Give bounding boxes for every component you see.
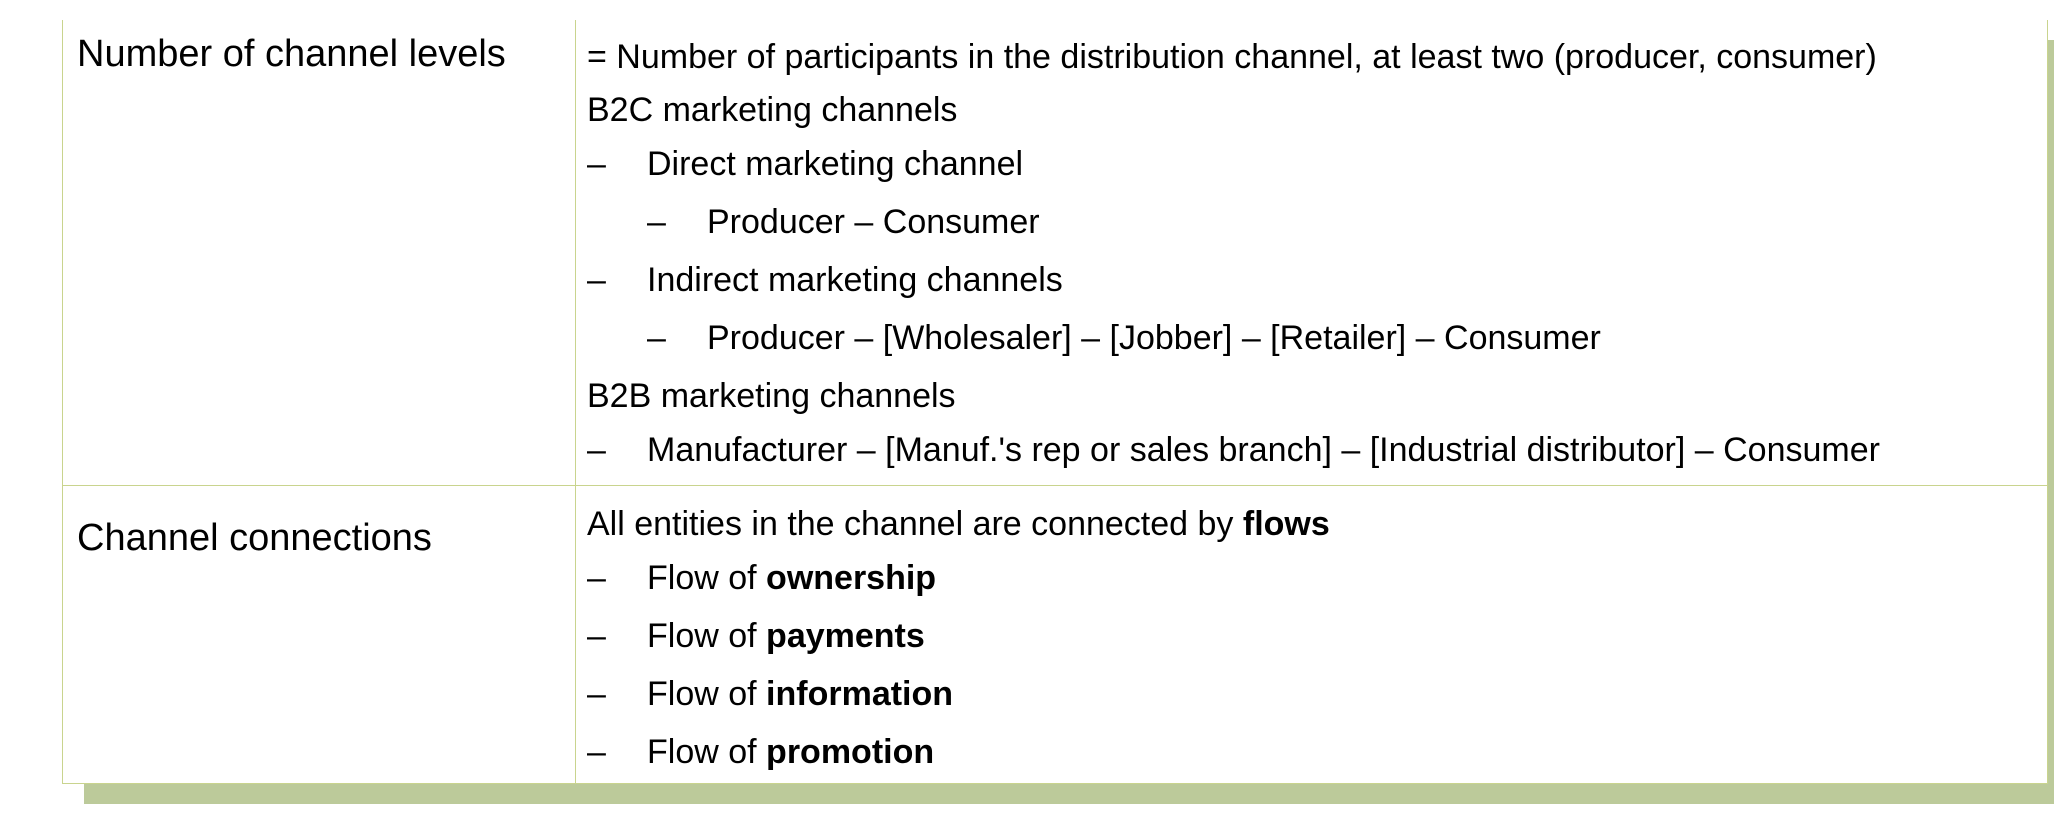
table-row: Channel connections All entities in the …: [63, 486, 2047, 784]
list-item-text: Indirect marketing channels: [647, 261, 1063, 299]
list-item: – Flow of information: [587, 674, 953, 714]
list-item-bold: payments: [766, 617, 925, 655]
intro-text: All entities in the channel are connecte…: [587, 505, 1243, 543]
dash-bullet: –: [647, 203, 666, 241]
list-item-text: Flow of: [647, 617, 767, 655]
dash-bullet: –: [587, 559, 606, 597]
list-item-bold: promotion: [766, 733, 935, 771]
list-item-text: Flow of: [647, 675, 767, 713]
list-item-bold: ownership: [766, 559, 937, 597]
section-heading: B2B marketing channels: [587, 377, 956, 415]
column-divider: [575, 20, 576, 485]
list-item-text: Direct marketing channel: [647, 145, 1024, 183]
list-item: – Flow of promotion: [587, 732, 934, 772]
list-item-text: Producer – [Wholesaler] – [Jobber] – [Re…: [707, 319, 1601, 357]
column-divider: [575, 486, 576, 784]
dash-bullet: –: [587, 617, 606, 655]
list-item-text: Flow of: [647, 559, 767, 597]
list-item: – Manufacturer – [Manuf.'s rep or sales b…: [587, 430, 1880, 470]
dash-bullet: –: [587, 431, 606, 469]
table-row: Number of channel levels = Number of par…: [63, 20, 2047, 486]
list-item: – Producer – Consumer: [647, 202, 1040, 242]
row-label: Number of channel levels: [77, 33, 506, 75]
definition-line: = Number of participants in the distribu…: [587, 38, 1877, 76]
list-item: – Flow of ownership: [587, 558, 936, 598]
intro-bold: flows: [1242, 505, 1330, 543]
list-item-bold: information: [766, 675, 954, 713]
list-item-text: Producer – Consumer: [707, 203, 1040, 241]
list-item: – Direct marketing channel: [587, 144, 1023, 184]
list-item: – Producer – [Wholesaler] – [Jobber] – [R…: [647, 318, 1601, 358]
dash-bullet: –: [647, 319, 666, 357]
list-item: – Flow of payments: [587, 616, 925, 656]
content-table: Number of channel levels = Number of par…: [62, 20, 2048, 784]
intro-line: All entities in the channel are connecte…: [587, 504, 1330, 544]
row-label: Channel connections: [77, 517, 432, 559]
dash-bullet: –: [587, 145, 606, 183]
dash-bullet: –: [587, 261, 606, 299]
section-heading: B2C marketing channels: [587, 91, 958, 129]
dash-bullet: –: [587, 733, 606, 771]
list-item: – Indirect marketing channels: [587, 260, 1063, 300]
dash-bullet: –: [587, 675, 606, 713]
list-item-text: Flow of: [647, 733, 767, 771]
list-item-text: Manufacturer – [Manuf.'s rep or sales br…: [647, 431, 1880, 469]
